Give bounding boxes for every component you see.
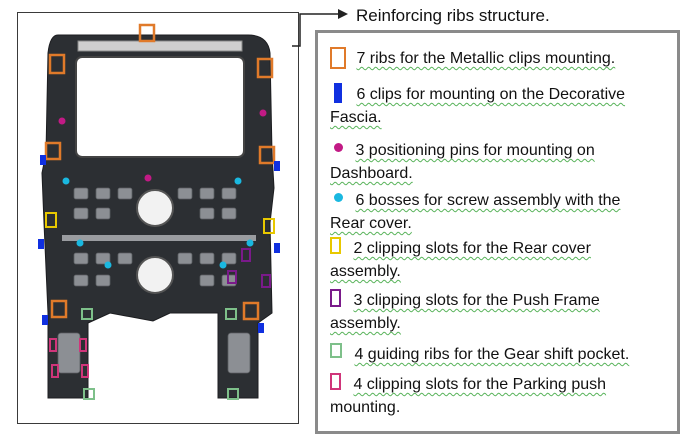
legend-item-text: 7 ribs for the Metallic clips mounting. <box>356 50 616 67</box>
legend-item-text-cont: Dashboard. <box>330 165 413 182</box>
legend-item-decorative-clips: 6 clips for mounting on the Decorative F… <box>330 83 625 129</box>
legend-item-rear-cover-slots: 2 clipping slots for the Rear cover asse… <box>330 237 591 283</box>
legend-item-text: 6 clips for mounting on the Decorative <box>356 86 626 103</box>
legend-item-text: 2 clipping slots for the Rear cover <box>353 240 591 257</box>
legend-item-screw-bosses: 6 bosses for screw assembly with the Rea… <box>330 189 620 235</box>
pink-rectangle-icon <box>330 373 341 390</box>
legend-item-text: 4 guiding ribs for the Gear shift pocket… <box>354 346 630 363</box>
orange-rectangle-icon <box>330 47 346 69</box>
purple-rectangle-icon <box>330 289 341 307</box>
legend-panel: 7 ribs for the Metallic clips mounting. … <box>315 30 680 434</box>
magenta-dot-icon <box>334 143 343 152</box>
legend-item-metallic-clips: 7 ribs for the Metallic clips mounting. <box>330 47 615 70</box>
blue-rectangle-icon <box>334 83 342 103</box>
yellow-rectangle-icon <box>330 237 341 254</box>
legend-item-text-cont: Rear cover. <box>330 215 412 232</box>
cyan-dot-icon <box>334 193 343 202</box>
part-photo-frame <box>17 12 299 424</box>
legend-item-text: 6 bosses for screw assembly with the <box>355 192 621 209</box>
legend-item-text-cont: assembly. <box>330 263 401 280</box>
legend-item-push-frame-slots: 3 clipping slots for the Push Frame asse… <box>330 289 600 335</box>
green-rectangle-icon <box>330 343 342 358</box>
legend-item-text-cont: assembly. <box>330 315 401 332</box>
plastic-frame-photo <box>38 23 280 400</box>
legend-item-positioning-pins: 3 positioning pins for mounting on Dashb… <box>330 139 595 185</box>
legend-item-text: 3 positioning pins for mounting on <box>355 142 595 159</box>
legend-item-text: 3 clipping slots for the Push Frame <box>353 292 600 309</box>
legend-item-text-cont: Fascia. <box>330 109 382 126</box>
legend-item-text-cont: mounting. <box>330 399 401 416</box>
legend-item-parking-push-slots: 4 clipping slots for the Parking push mo… <box>330 373 606 419</box>
header-title: Reinforcing ribs structure. <box>356 6 550 25</box>
legend-item-text: 4 clipping slots for the Parking push <box>353 376 607 393</box>
legend-item-gear-shift-guides: 4 guiding ribs for the Gear shift pocket… <box>330 343 629 366</box>
